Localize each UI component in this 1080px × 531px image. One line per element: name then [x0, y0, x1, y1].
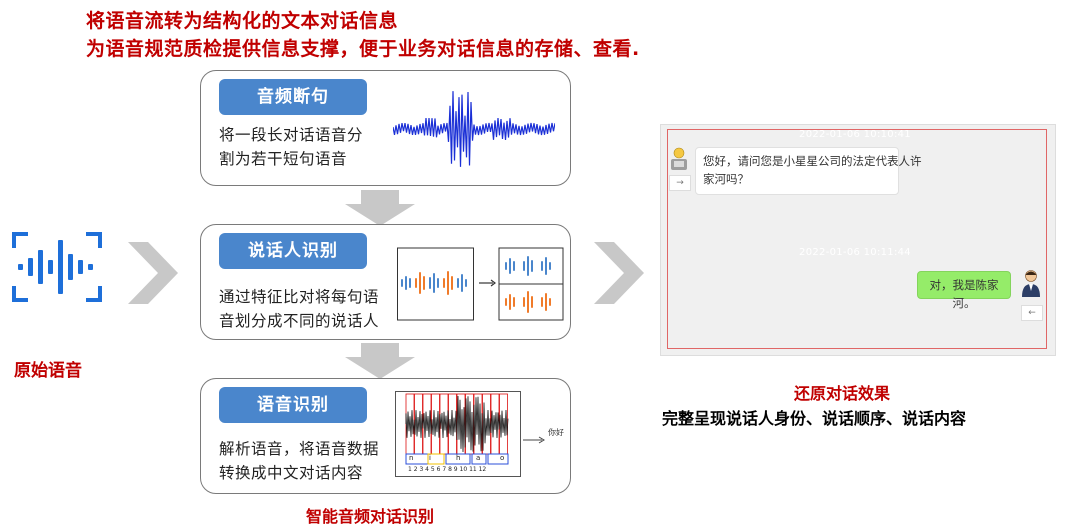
step-desc-line2: 转换成中文对话内容: [219, 464, 364, 482]
waveform-bar: [461, 274, 463, 292]
waveform-bar: [409, 278, 411, 288]
waveform-bar: [513, 261, 515, 271]
pinyin-cell: h: [456, 454, 461, 462]
waveform-bar: [509, 258, 511, 274]
voice-waveform-icon: [12, 232, 102, 302]
source-label: 原始语音: [14, 361, 82, 381]
waveform-bar: [437, 278, 439, 288]
step-desc-line1: 解析语音，将语音数据: [219, 440, 380, 458]
chat-message-agent: 您好，请问您是小星星公司的法定代表人许 家河吗？: [695, 147, 922, 195]
result-title: 还原对话效果: [794, 384, 891, 403]
phoneme-box: [487, 453, 509, 465]
waveform-bar: [549, 298, 551, 306]
step-desc-line1: 将一段长对话语音分: [219, 126, 364, 144]
reply-arrow-icon[interactable]: ←: [1021, 305, 1043, 321]
step-title: 音频断句: [219, 79, 367, 115]
waveform-bar: [527, 256, 529, 276]
agent-avatar: [669, 147, 689, 170]
pinyin-cell: a: [476, 454, 481, 462]
waveform-bar: [415, 278, 417, 288]
waveform-bar: [549, 262, 551, 270]
waveform-bar: [465, 279, 467, 287]
frame-numbers: 1 2 3 4 5 6 7 8 9 10 11 12: [408, 466, 487, 473]
waveform-bar: [523, 297, 525, 307]
waveform-bar: [509, 294, 511, 310]
waveform-bar: [451, 276, 453, 290]
waveform-bar: [531, 260, 533, 272]
waveform-bar: [505, 262, 507, 270]
waveform-bar: [523, 261, 525, 271]
step-title: 语音识别: [219, 387, 367, 423]
step-panel-speaker-identification: 说话人识别 通过特征比对将每句语 音划分成不同的说话人: [200, 224, 571, 340]
waveform-bar: [541, 297, 543, 307]
waveform-bar: [457, 278, 459, 288]
reply-arrow-icon[interactable]: →: [669, 175, 691, 191]
waveform-bar: [419, 272, 421, 294]
phoneme-box: [427, 453, 445, 465]
arrow-right-icon: [523, 429, 545, 448]
step-desc-line1: 通过特征比对将每句语: [219, 288, 380, 306]
pipeline-caption: 智能音频对话识别: [306, 507, 435, 526]
chat-message-customer: 对，我是陈家河。: [917, 271, 1011, 310]
step-panel-speech-recognition: 语音识别 解析语音，将语音数据 转换成中文对话内容 n i h a o 1 2 …: [200, 378, 571, 494]
step-desc-line2: 音划分成不同的说话人: [219, 312, 380, 330]
waveform-bar: [443, 278, 445, 288]
headline-line1: 将语音流转为结构化的文本对话信息: [86, 10, 399, 32]
waveform-bar: [545, 293, 547, 311]
speaker-split-diagram: [397, 245, 567, 325]
waveform-bar: [541, 261, 543, 271]
chat-frame: [667, 129, 1047, 349]
step-panel-audio-segmentation: 音频断句 将一段长对话语音分 割为若干短句语音: [200, 70, 571, 186]
pinyin-cell: n: [409, 454, 414, 462]
phoneme-box: [445, 453, 471, 465]
waveform-bar: [405, 276, 407, 290]
waveform-bar: [505, 298, 507, 306]
step-title: 说话人识别: [219, 233, 367, 269]
chat-message-line: 家河吗？: [703, 172, 749, 186]
waveform-bar: [433, 273, 435, 293]
waveform-bar: [447, 271, 449, 295]
waveform-bar: [527, 291, 529, 313]
waveform-icon: [392, 89, 556, 173]
chat-timestamp: 2022-01-06 10:10:41: [799, 129, 911, 140]
chat-timestamp: 2022-01-06 10:11:44: [799, 247, 911, 258]
waveform-bar: [513, 297, 515, 307]
pinyin-cell: i: [429, 454, 431, 462]
waveform-bar: [423, 276, 425, 290]
chevron-right-icon: [592, 240, 646, 310]
waveform-bar: [545, 257, 547, 275]
phoneme-box: [471, 453, 487, 465]
customer-avatar: [1021, 269, 1041, 299]
step-desc-line2: 割为若干短句语音: [219, 150, 348, 168]
chat-message-line: 您好，请问您是小星星公司的法定代表人许: [703, 154, 922, 168]
chevron-right-icon: [126, 240, 180, 310]
arrow-down-icon: [345, 190, 415, 230]
waveform-bar: [429, 277, 431, 289]
result-subtitle: 完整呈现说话人身份、说话顺序、说话内容: [662, 409, 967, 428]
spectrogram-figure: n i h a o 1 2 3 4 5 6 7 8 9 10 11 12: [395, 391, 521, 477]
arrow-down-icon: [345, 343, 415, 383]
waveform-bar: [401, 279, 403, 287]
pinyin-cell: o: [500, 454, 505, 462]
chat-result-window: 2022-01-06 10:10:41 → 您好，请问您是小星星公司的法定代表人…: [660, 124, 1056, 356]
recognition-output: 你好: [548, 428, 564, 437]
waveform-bar: [531, 296, 533, 308]
headline-line2: 为语音规范质检提供信息支撑，便于业务对话信息的存储、查看.: [86, 38, 640, 60]
